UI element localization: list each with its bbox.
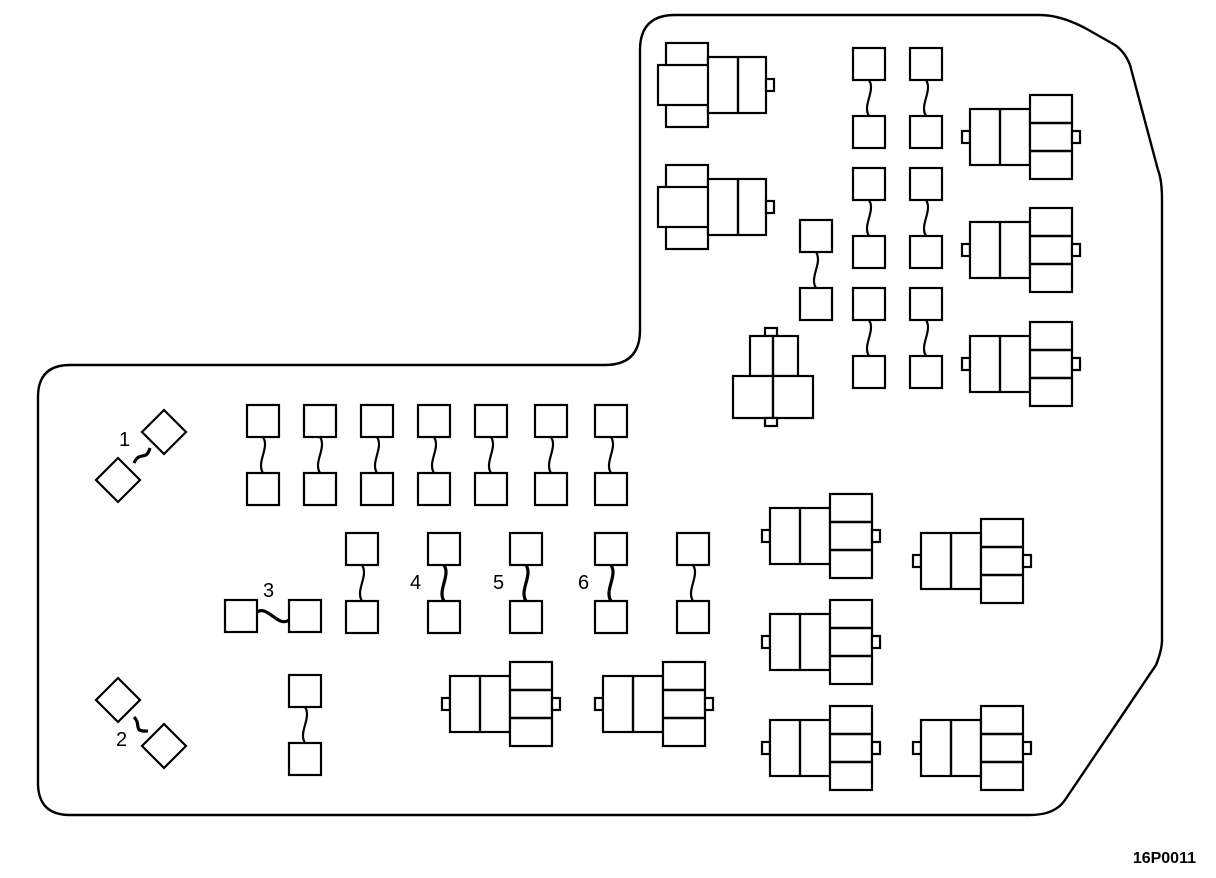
fuse-row xyxy=(593,403,629,507)
callout-label-4: 4 xyxy=(410,572,421,594)
fuse xyxy=(908,46,944,150)
relay-right-3 xyxy=(960,320,1082,408)
fuse-box-outline xyxy=(36,13,1164,817)
fuse-callout-3 xyxy=(223,598,323,634)
fuse-callout-6 xyxy=(593,531,629,635)
fuse-row xyxy=(416,403,452,507)
fuse-callout-2 xyxy=(94,676,188,770)
relay-top-left-1 xyxy=(656,41,776,129)
fuse xyxy=(287,673,323,777)
callout-label-2: 2 xyxy=(116,729,127,751)
fuse-row xyxy=(533,403,569,507)
relay-mid-3 xyxy=(760,704,882,792)
figure-code: 16P0011 xyxy=(1132,850,1196,867)
fuse-callout-4 xyxy=(426,531,462,635)
relay-mid-1 xyxy=(760,492,882,580)
callout-label-5: 5 xyxy=(493,572,504,594)
fuse xyxy=(851,46,887,150)
fuse xyxy=(344,531,380,635)
callout-label-6: 6 xyxy=(578,572,589,594)
fuse xyxy=(675,531,711,635)
fuse-row xyxy=(359,403,395,507)
callout-label-1: 1 xyxy=(119,429,130,451)
relay-right-2 xyxy=(960,206,1082,294)
relay-mid-2 xyxy=(760,598,882,686)
fuse xyxy=(798,218,834,322)
relay-bottom-1 xyxy=(440,660,562,748)
fuse-row xyxy=(302,403,338,507)
fuse-row xyxy=(245,403,281,507)
relay-vertical xyxy=(731,326,815,428)
fuse xyxy=(908,166,944,270)
fuse xyxy=(908,286,944,390)
callout-label-3: 3 xyxy=(263,580,274,602)
fuse-row xyxy=(473,403,509,507)
fuse-callout-1 xyxy=(94,408,188,504)
relay-right-1 xyxy=(960,93,1082,181)
relay-bottom-2 xyxy=(593,660,715,748)
relay-far-1 xyxy=(911,517,1033,605)
fuse xyxy=(851,286,887,390)
fuse-callout-5 xyxy=(508,531,544,635)
relay-far-2 xyxy=(911,704,1033,792)
relay-top-left-2 xyxy=(656,163,776,251)
fuse xyxy=(851,166,887,270)
